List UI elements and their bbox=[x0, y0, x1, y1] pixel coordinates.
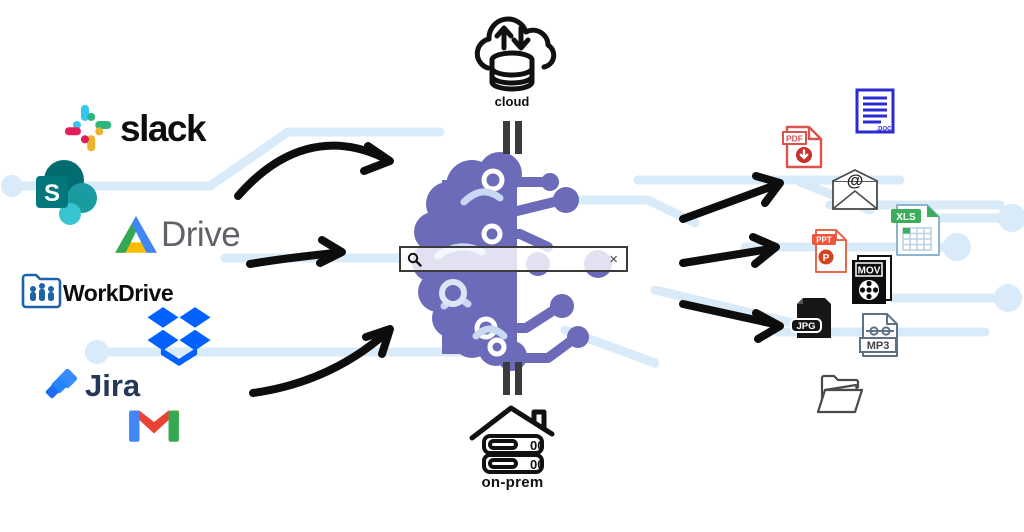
doc-file-icon: .DOC bbox=[855, 88, 895, 134]
mov-label: MOV bbox=[858, 266, 881, 277]
ppt-label: PPT bbox=[816, 236, 832, 245]
slack-icon bbox=[64, 104, 112, 152]
onprem-icon: 00 00 bbox=[469, 405, 555, 474]
server-digits-row2: 00 bbox=[530, 457, 544, 472]
jpg-file-icon: JPG bbox=[790, 298, 831, 338]
pdf-file-icon: PDF bbox=[782, 125, 823, 169]
cloud-icon bbox=[474, 16, 557, 92]
workdrive-wordmark: WorkDrive bbox=[63, 280, 174, 306]
sharepoint-icon: S bbox=[36, 160, 97, 225]
xls-label: XLS bbox=[896, 212, 916, 223]
search-input[interactable] bbox=[422, 251, 608, 267]
ppt-file-icon: PPT P bbox=[812, 229, 847, 273]
arrow-slack-to-brain bbox=[234, 141, 388, 200]
slack-wordmark: slack bbox=[120, 108, 207, 149]
mp3-file-icon: MP3 bbox=[859, 313, 898, 357]
doc-label: .DOC bbox=[877, 127, 893, 133]
jira-icon bbox=[45, 368, 78, 399]
arrow-drive-to-brain bbox=[246, 249, 338, 268]
drive-wordmark: Drive bbox=[161, 215, 241, 254]
onprem-connector-bars bbox=[503, 362, 522, 395]
email-at-symbol: @ bbox=[847, 171, 864, 190]
ppt-letter: P bbox=[823, 253, 830, 264]
drive-icon bbox=[115, 216, 157, 253]
cloud-connector-bars bbox=[503, 121, 522, 154]
dropbox-icon bbox=[147, 307, 211, 366]
xls-file-icon: XLS bbox=[891, 204, 940, 256]
search-bar[interactable]: × bbox=[399, 246, 628, 272]
arrow-brain-to-media bbox=[679, 245, 774, 267]
jira-wordmark: Jira bbox=[85, 368, 141, 403]
arrow-brain-to-files bbox=[679, 300, 778, 328]
jpg-label: JPG bbox=[796, 321, 815, 332]
search-clear-icon[interactable]: × bbox=[609, 250, 618, 268]
workdrive-icon bbox=[21, 273, 62, 309]
gmail-icon bbox=[129, 410, 179, 442]
mp3-label: MP3 bbox=[867, 340, 890, 352]
arrow-dropbox-to-brain bbox=[249, 329, 390, 397]
server-digits-row1: 00 bbox=[530, 438, 544, 453]
pdf-label: PDF bbox=[786, 134, 803, 144]
search-icon bbox=[407, 252, 422, 267]
arrow-brain-to-docs bbox=[679, 182, 777, 223]
mov-file-icon: MOV bbox=[852, 255, 892, 304]
folder-icon bbox=[816, 374, 864, 414]
onprem-label: on-prem bbox=[481, 474, 544, 491]
cloud-label: cloud bbox=[494, 94, 530, 109]
email-icon: @ bbox=[832, 169, 878, 210]
sharepoint-letter: S bbox=[44, 180, 60, 207]
